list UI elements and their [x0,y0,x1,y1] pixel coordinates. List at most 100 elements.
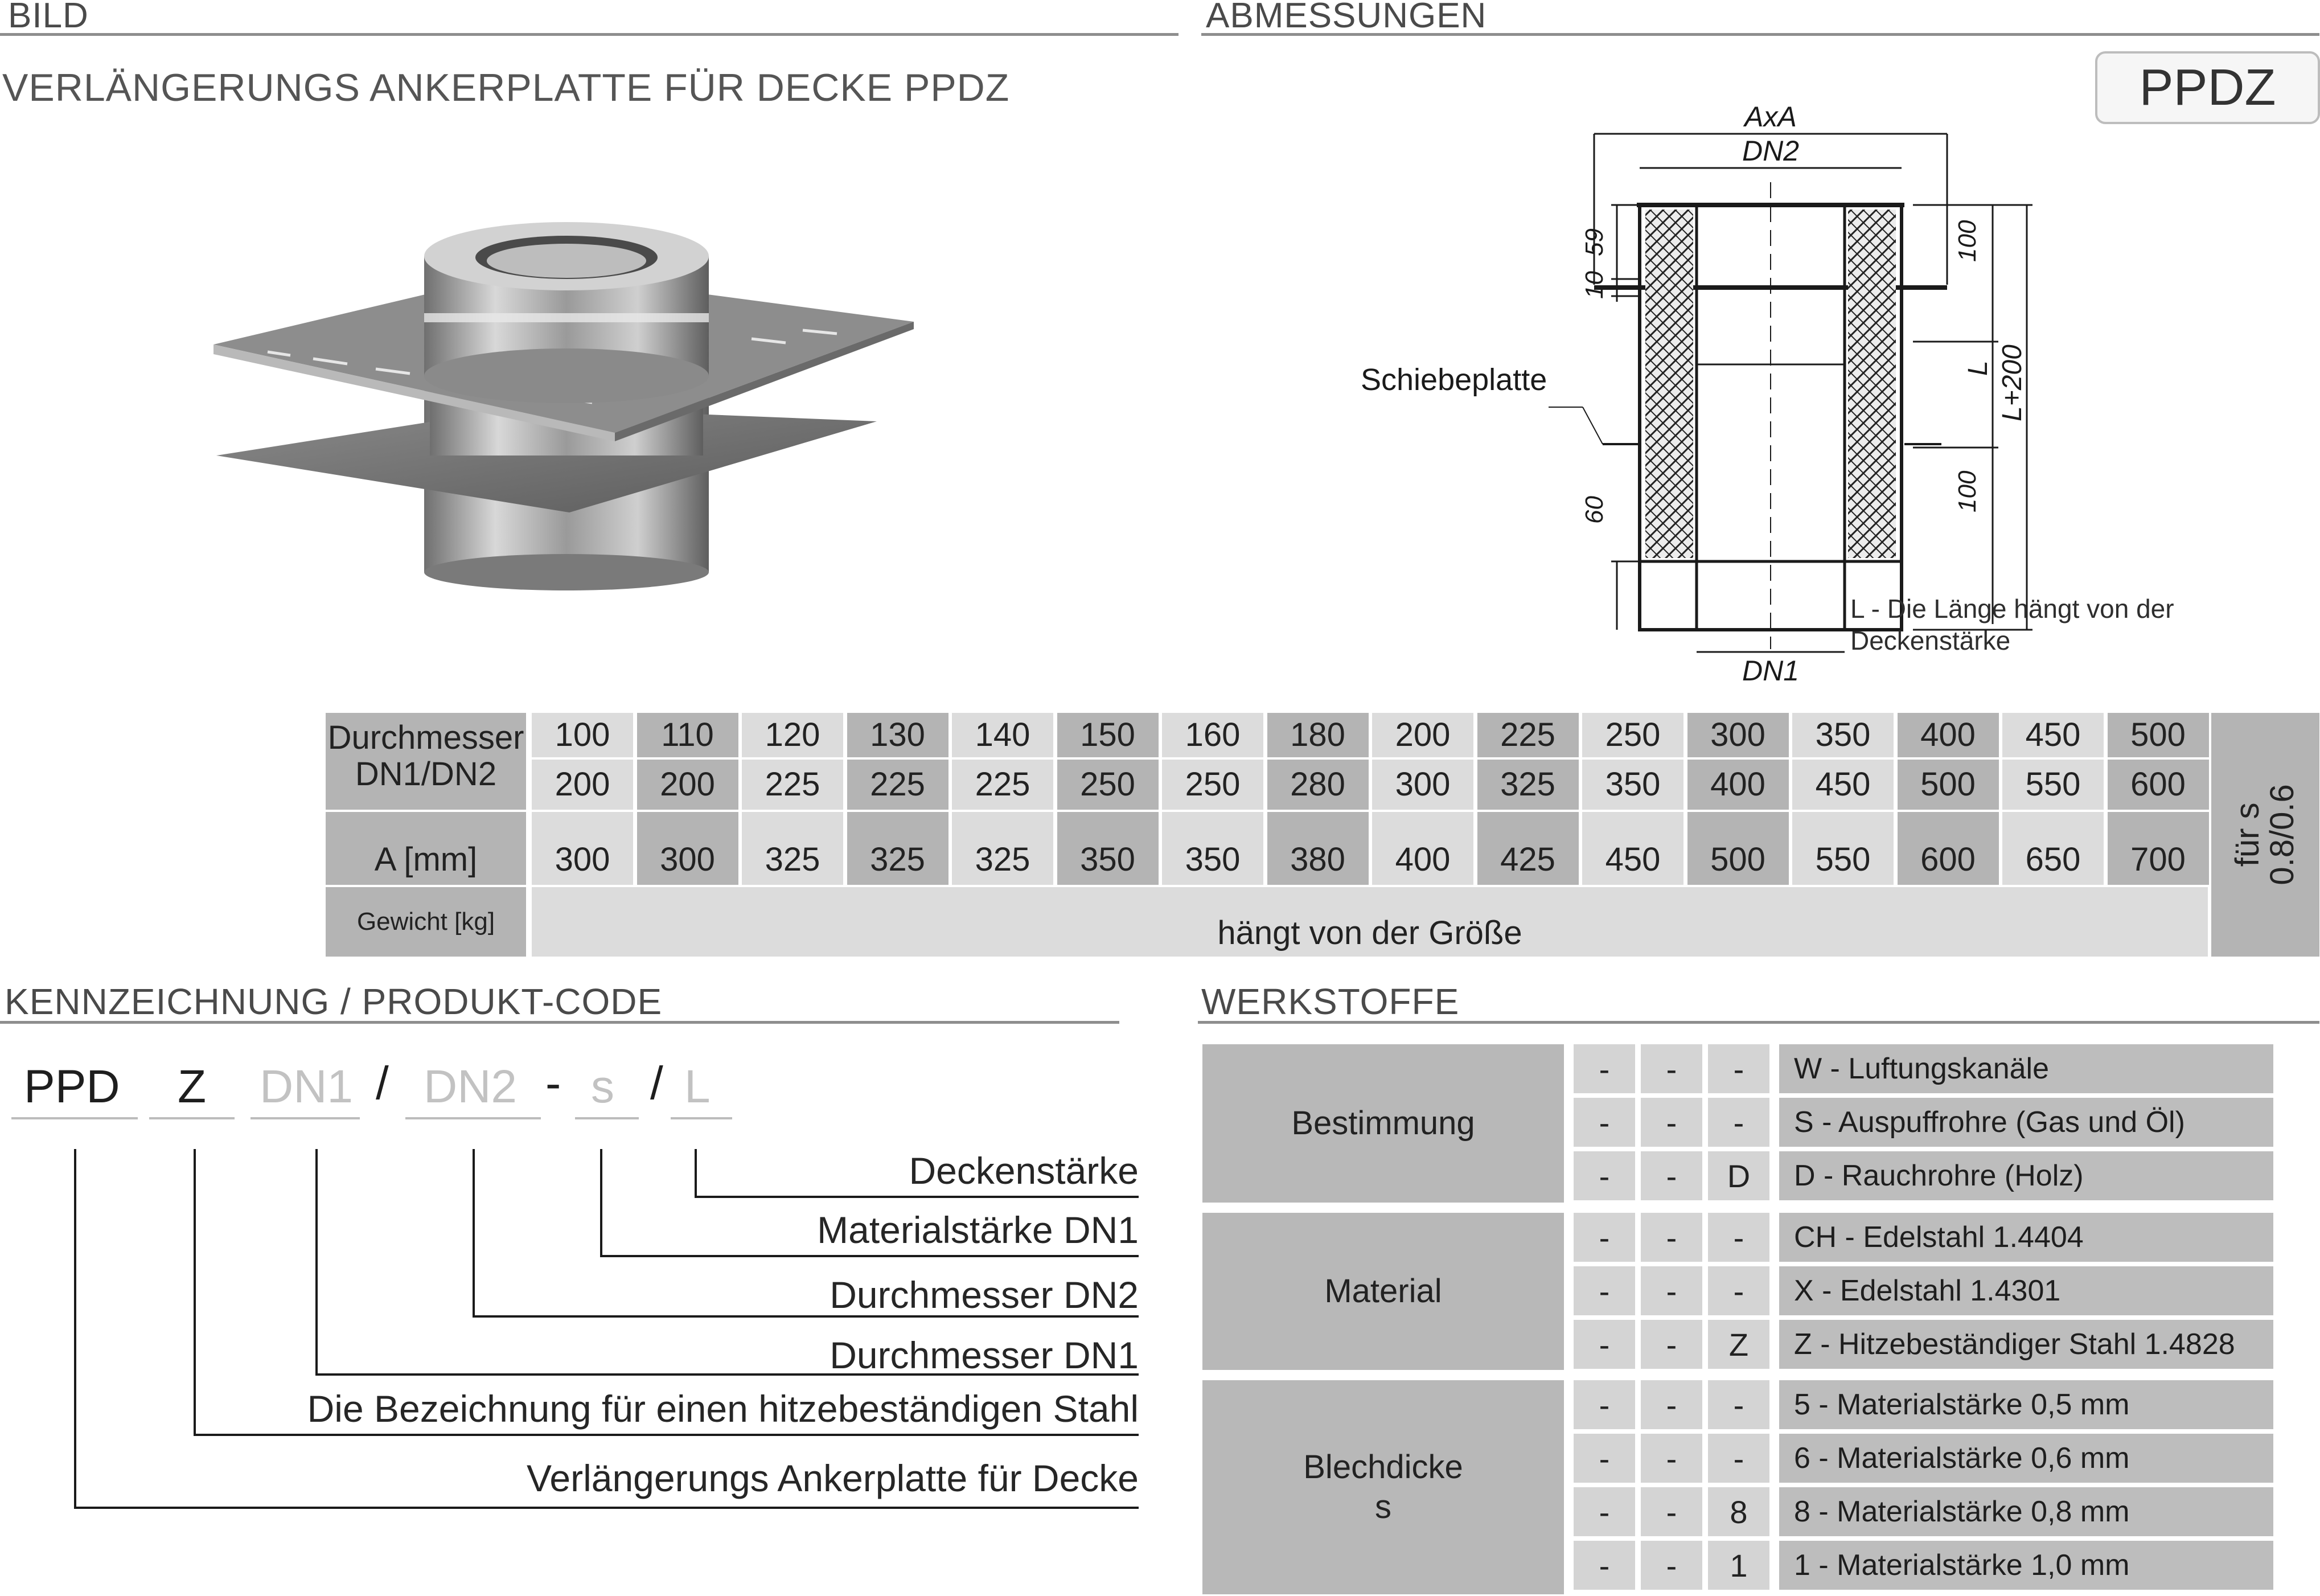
dim-59: 59 [1580,228,1608,256]
code-label-dn2: Durchmesser DN2 [830,1274,1139,1316]
drawing-note-line1: L - Die Länge hängt von der [1850,594,2174,623]
werkstoffe-description: S - Auspuffrohre (Gas und Öl) [1779,1098,2273,1147]
lower-pipe-bottom [424,554,709,590]
insulation-left [1645,210,1693,558]
werkstoffe-group-blechdicke-sub: s [1375,1488,1391,1525]
product-image [213,222,914,590]
table-cell-a: 350 [1057,812,1159,885]
dim-axa: AxA [1743,101,1797,133]
table-cell-dn1: 150 [1057,713,1159,757]
table-cell-dn1: 180 [1267,713,1369,757]
table-cell-dn1: 400 [1897,713,1999,757]
code-l: L [684,1061,711,1113]
table-cell-a: 700 [2107,812,2209,885]
table-cell-dn2: 500 [1897,760,1999,810]
table-cell-a: 325 [952,812,1053,885]
table-cell-dn1: 120 [742,713,843,757]
code-slash-1: / [376,1057,389,1109]
werkstoffe-code-cell: Z [1708,1320,1769,1369]
table-cell-dn1: 300 [1687,713,1789,757]
werkstoffe-heading: WERKSTOFFE [1201,981,1460,1022]
table-cell-a: 300 [532,812,633,885]
werkstoffe-group-material: Material [1202,1213,1564,1370]
table-cell-a: 400 [1372,812,1473,885]
werkstoffe-description: 6 - Materialstärke 0,6 mm [1779,1434,2273,1483]
werkstoffe-code-cell: - [1708,1434,1769,1483]
code-label-deckenstaerke: Deckenstärke [909,1150,1139,1192]
werkstoffe-code-cell: - [1641,1213,1702,1262]
table-cell-dn1: 140 [952,713,1053,757]
product-badge: PPDZ [2095,51,2320,124]
werkstoffe-code-cell: 1 [1708,1541,1769,1590]
kennzeichnung-divider [0,1021,1119,1024]
table-label-weight: Gewicht [kg] [326,887,526,957]
werkstoffe-description: CH - Edelstahl 1.4404 [1779,1213,2273,1262]
table-cell-dn1: 100 [532,713,633,757]
werkstoffe-description: D - Rauchrohre (Holz) [1779,1151,2273,1200]
table-cell-dn1: 450 [2002,713,2104,757]
table-cell-a: 300 [637,812,738,885]
table-cell-a: 650 [2002,812,2104,885]
werkstoffe-code-cell: - [1574,1380,1635,1429]
table-cell-dn2: 300 [1372,760,1473,810]
werkstoffe-code-cell: - [1574,1434,1635,1483]
table-cell-a: 380 [1267,812,1369,885]
code-ppd: PPD [24,1061,120,1113]
insulation-right [1848,210,1896,558]
werkstoffe-code-cell: D [1708,1151,1769,1200]
table-cell-dn2: 600 [2107,760,2209,810]
werkstoffe-code-cell: - [1574,1320,1635,1369]
table-cell-a: 325 [847,812,948,885]
table-cell-a: 500 [1687,812,1789,885]
table-cell-dn1: 110 [637,713,738,757]
werkstoffe-description: Z - Hitzebeständiger Stahl 1.4828 [1779,1320,2273,1369]
werkstoffe-description: X - Edelstahl 1.4301 [1779,1266,2273,1315]
table-cell-a: 550 [1792,812,1894,885]
werkstoffe-description: 1 - Materialstärke 1,0 mm [1779,1541,2273,1590]
table-cell-dn1: 200 [1372,713,1473,757]
table-cell-a: 450 [1582,812,1683,885]
table-cell-dn2: 200 [532,760,633,810]
table-cell-dn1: 160 [1162,713,1263,757]
schiebeplatte-label: Schiebeplatte [1361,363,1547,397]
werkstoffe-code-cell: - [1641,1098,1702,1147]
werkstoffe-code-cell: - [1641,1044,1702,1093]
code-dash: - [545,1057,561,1109]
werkstoffe-code-cell: - [1574,1487,1635,1536]
dim-dn2: DN2 [1742,135,1799,167]
table-cell-dn2: 250 [1162,760,1263,810]
table-side-line2: 0.8/0.6 [2264,784,2301,885]
code-label-materialstaerke: Materialstärke DN1 [817,1209,1139,1251]
werkstoffe-divider [1198,1021,2319,1024]
werkstoffe-code-cell: - [1641,1434,1702,1483]
dim-60: 60 [1580,496,1608,524]
dim-l: L [1963,360,1993,376]
werkstoffe-code-cell: - [1708,1380,1769,1429]
header-divider-left [0,33,1179,36]
table-cell-dn2: 225 [952,760,1053,810]
werkstoffe-description: 5 - Materialstärke 0,5 mm [1779,1380,2273,1429]
header-abmessungen: ABMESSUNGEN [1206,0,1487,35]
table-label-diameter: Durchmesser DN1/DN2 [326,713,526,810]
table-cell-dn2: 350 [1582,760,1683,810]
table-cell-dn2: 325 [1477,760,1579,810]
werkstoffe-code-cell: - [1641,1541,1702,1590]
technical-drawing: AxA DN2 DN1 59 10 60 100 100 L L+200 Sch… [1361,101,2032,687]
table-cell-a: 600 [1897,812,1999,885]
code-s-underline [575,1117,639,1119]
werkstoffe-code-cell: - [1641,1380,1702,1429]
table-cell-dn2: 225 [847,760,948,810]
werkstoffe-code-cell: - [1574,1213,1635,1262]
table-side-line1: für s [2229,802,2266,867]
code-dn2: DN2 [424,1061,518,1113]
code-z: Z [178,1061,207,1113]
werkstoffe-group-blechdicke-label: Blechdicke [1303,1449,1463,1486]
werkstoffe-description: 8 - Materialstärke 0,8 mm [1779,1487,2273,1536]
werkstoffe-code-cell: - [1708,1044,1769,1093]
table-cell-dn2: 280 [1267,760,1369,810]
code-label-dn1: Durchmesser DN1 [830,1334,1139,1376]
page-title: VERLÄNGERUNGS ANKERPLATTE FÜR DECKE PPDZ [2,66,1010,109]
werkstoffe-code-cell: - [1641,1151,1702,1200]
table-cell-dn1: 130 [847,713,948,757]
werkstoffe-code-cell: - [1708,1266,1769,1315]
